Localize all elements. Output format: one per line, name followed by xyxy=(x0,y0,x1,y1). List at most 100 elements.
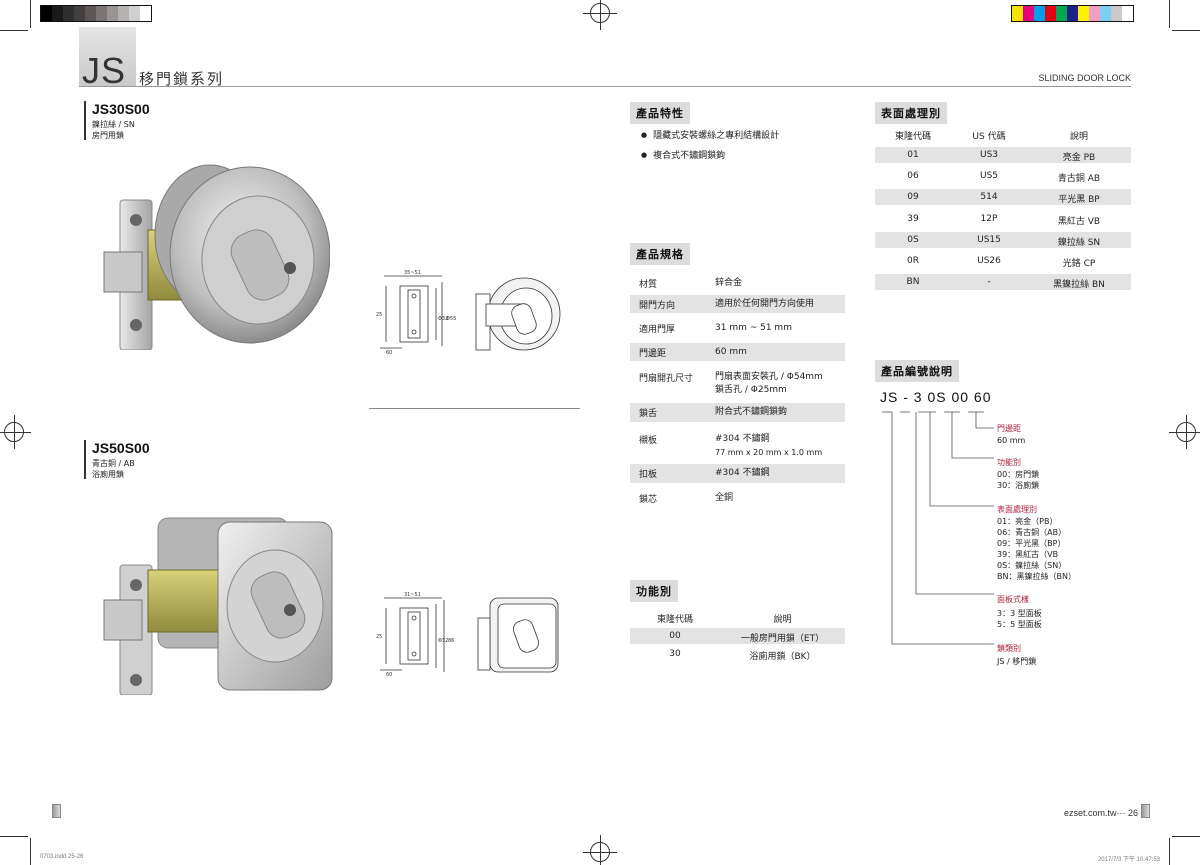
table-cell: 12P xyxy=(980,213,998,224)
code-text: 3：3 型面板 5：5 型面板 xyxy=(997,609,1042,629)
code-label: 門邊距 xyxy=(997,424,1021,433)
table-cell: 亮金 PB xyxy=(1062,153,1096,163)
color-swatch xyxy=(1056,6,1067,21)
table-cell: 黑紅古 VB xyxy=(1057,216,1101,227)
spec-row: 扣板 #304 不鏽鋼 xyxy=(630,464,845,483)
spec-value: 全銅 xyxy=(715,493,734,503)
series-badge xyxy=(79,27,136,87)
dim-dia1: Φ32 xyxy=(438,316,448,322)
code-text: JS / 移門鎖 xyxy=(997,657,1037,666)
crop-mark xyxy=(30,0,31,28)
code-label: 表面處理別 xyxy=(997,505,1037,514)
product-photo-js30s00 xyxy=(103,164,330,350)
table-cell: 黑鎳拉絲 BN xyxy=(1053,280,1105,291)
finishes-header: 東隆代碼 US 代碼 說明 xyxy=(875,126,1131,142)
product-marker xyxy=(84,440,86,479)
functions-header: 東隆代碼 說明 xyxy=(630,609,845,625)
dim-left: 25 xyxy=(376,312,382,318)
product-code: JS30S00 xyxy=(92,101,150,117)
product-code: JS50S00 xyxy=(92,440,150,456)
color-swatch xyxy=(1100,6,1111,21)
technical-drawing-js50s00: 31~51 25 Φ32 86 60 xyxy=(376,592,559,678)
table-cell: 06 xyxy=(907,171,919,182)
table-cell: 浴廁用鎖（BK） xyxy=(749,652,816,662)
color-swatch xyxy=(74,6,85,21)
table-cell: 0S xyxy=(907,234,919,245)
column-header: 說明 xyxy=(773,615,792,625)
finishes-title: 表面處理別 xyxy=(875,102,947,124)
spec-value: 60 mm xyxy=(715,347,747,357)
color-bar-left xyxy=(40,5,152,22)
spec-value: 適用於任何開門方向使用 xyxy=(715,299,815,309)
color-swatch xyxy=(85,6,96,21)
product-usage: 浴廁用鎖 xyxy=(92,470,124,479)
spec-row: 材質 鋅合金 xyxy=(630,275,845,292)
color-swatch xyxy=(1045,6,1056,21)
table-row: 30 浴廁用鎖（BK） xyxy=(630,646,845,662)
color-swatch xyxy=(1023,6,1034,21)
spec-row: 鎖芯 全銅 xyxy=(630,490,845,507)
features-title: 產品特性 xyxy=(630,102,690,124)
dim-bottom: 60 xyxy=(386,350,392,356)
spec-label: 門邊距 xyxy=(639,349,667,359)
column-header: 東隆代碼 xyxy=(894,132,931,142)
dim-dia1: Φ32 xyxy=(438,638,448,644)
spec-row: 門扇開孔尺寸 門扇表面安裝孔 / Φ54mm 鎖舌孔 / Φ25mm xyxy=(630,368,845,398)
series-code: JS xyxy=(82,50,127,91)
specs-title: 產品規格 xyxy=(630,243,690,265)
color-swatch xyxy=(1122,6,1133,21)
dim-dia2: 86 xyxy=(448,638,454,644)
crop-mark xyxy=(1172,836,1200,837)
table-cell: 平光黑 BP xyxy=(1058,195,1100,206)
code-text: 00：房門鎖 30：浴廁鎖 xyxy=(997,470,1040,490)
spec-row: 適用門厚 31 mm ~ 51 mm xyxy=(630,320,845,337)
dim-bottom: 60 xyxy=(386,672,392,678)
table-cell: 青古銅 AB xyxy=(1057,174,1101,185)
table-cell: 01 xyxy=(907,150,919,160)
column-header: 說明 xyxy=(1069,132,1088,142)
spec-label: 鎖芯 xyxy=(639,495,658,505)
spec-row: 開門方向 適用於任何開門方向使用 xyxy=(630,295,845,313)
color-swatch xyxy=(140,6,151,21)
product-finish: 青古銅 / AB xyxy=(92,459,135,468)
spec-label: 開門方向 xyxy=(639,301,676,311)
slug-left: 0703.indd 25-26 xyxy=(40,854,84,860)
table-cell: 30 xyxy=(669,649,681,659)
registration-mark xyxy=(583,835,617,865)
series-title: 移門鎖系列 xyxy=(139,70,225,88)
table-cell: US3 xyxy=(979,150,999,160)
spec-label: 適用門厚 xyxy=(639,325,676,335)
color-bar-right xyxy=(1011,5,1134,22)
header-divider xyxy=(79,86,1131,87)
code-explain-title: 產品編號說明 xyxy=(875,360,959,382)
crop-mark xyxy=(0,836,28,837)
color-swatch xyxy=(1012,6,1023,21)
table-cell: US15 xyxy=(977,234,1001,245)
color-swatch xyxy=(1067,6,1078,21)
spec-value: #304 不鏽鋼 xyxy=(715,468,770,478)
code-connector-lines xyxy=(882,411,994,645)
feature-item: 複合式不鏽鋼鎖鉤 xyxy=(641,148,725,161)
table-cell: 光鉻 CP xyxy=(1062,259,1096,269)
product-photo-js50s00 xyxy=(103,517,333,695)
spec-value: 附合式不鏽鋼鎖鉤 xyxy=(715,407,788,417)
product-usage: 房門用鎖 xyxy=(92,131,124,140)
technical-drawing-js30s00: 35~51 25 Φ32 Φ55 60 xyxy=(376,270,561,356)
registration-mark xyxy=(583,0,617,30)
dim-left: 25 xyxy=(376,634,382,640)
spec-value: #304 不鏽鋼 xyxy=(715,434,770,444)
spec-label: 材質 xyxy=(639,280,658,290)
product-marker xyxy=(84,101,86,140)
spec-row: 襯板 #304 不鏽鋼 77 mm x 20 mm x 1.0 mm xyxy=(630,430,845,460)
color-swatch xyxy=(63,6,74,21)
color-swatch xyxy=(129,6,140,21)
color-swatch xyxy=(118,6,129,21)
table-cell: 514 xyxy=(980,192,998,203)
product-finish: 鎳拉絲 / SN xyxy=(92,120,135,129)
spec-value: 鋅合金 xyxy=(715,278,743,288)
spec-value: 門扇表面安裝孔 / Φ54mm xyxy=(715,372,823,382)
